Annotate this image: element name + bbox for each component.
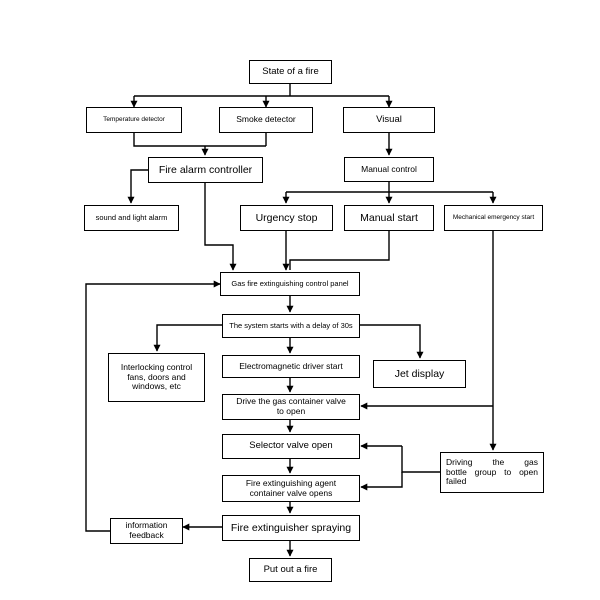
arrow-controller-to-panel: [204, 183, 237, 271]
node-jet-display: Jet display: [373, 360, 466, 388]
node-state-of-fire-label: State of a fire: [262, 65, 319, 77]
node-mechanical-emergency-start: Mechanical emergency start: [444, 205, 543, 231]
node-information-feedback: information feedback: [110, 518, 183, 544]
node-put-out-fire: Put out a fire: [249, 558, 332, 582]
node-driving-gas-bottle-line-2: bottle group to open: [446, 466, 538, 477]
node-fire-extinguisher-spraying: Fire extinguisher spraying: [222, 515, 360, 541]
node-electromagnetic-driver: Electromagnetic driver start: [222, 355, 360, 378]
arrow-manual-start-to-panel: [289, 231, 390, 270]
node-put-out-fire-label: Put out a fire: [263, 563, 318, 575]
node-temperature-detector: Temperature detector: [86, 107, 182, 133]
node-interlocking-control-line-1: Interlocking control: [120, 361, 193, 372]
edge-manual-control-split: [286, 182, 493, 193]
arrow-feedback-to-panel: [85, 280, 221, 532]
edge-detectors-join: [133, 133, 267, 147]
node-system-starts-delay: The system starts with a delay of 30s: [222, 314, 360, 338]
node-sound-light-alarm-label: sound and light alarm: [95, 212, 168, 222]
node-gas-control-panel-label: Gas fire extinguishing control panel: [231, 278, 349, 288]
node-selector-valve: Selector valve open: [222, 434, 360, 459]
node-urgency-stop-label: Urgency stop: [255, 211, 318, 224]
node-fire-agent-container-line-1: Fire extinguishing agent: [245, 477, 337, 488]
node-fire-agent-container-line-2: container valve opens: [249, 487, 333, 498]
node-drive-gas-container: Drive the gas container valve to open: [222, 394, 360, 420]
node-urgency-stop: Urgency stop: [240, 205, 333, 231]
edge-driving-bottle-split: [401, 446, 440, 473]
arrow-to-interlocking: [153, 324, 222, 352]
node-fire-extinguisher-spraying-label: Fire extinguisher spraying: [230, 521, 352, 534]
node-smoke-detector: Smoke detector: [219, 107, 313, 133]
node-manual-start-label: Manual start: [360, 211, 418, 224]
node-jet-display-label: Jet display: [394, 367, 445, 380]
node-fire-alarm-controller: Fire alarm controller: [148, 157, 263, 183]
node-sound-light-alarm: sound and light alarm: [84, 205, 179, 231]
node-information-feedback-line-1: information: [125, 520, 168, 531]
node-mechanical-emergency-start-label: Mechanical emergency start: [452, 214, 535, 222]
node-manual-control: Manual control: [344, 157, 434, 182]
node-information-feedback-line-2: feedback: [129, 530, 164, 540]
arrow-failed-to-agent-container: [360, 472, 403, 491]
node-interlocking-control-line-2: fans, doors and: [127, 371, 186, 382]
node-selector-valve-label: Selector valve open: [249, 440, 333, 452]
arrow-to-sound-light-alarm: [127, 169, 148, 204]
node-driving-gas-bottle: Driving the gas bottle group to open fai…: [440, 452, 544, 493]
node-manual-control-label: Manual control: [361, 163, 417, 174]
node-system-starts-delay-label: The system starts with a delay of 30s: [229, 320, 353, 330]
node-drive-gas-container-line-2: to open: [276, 406, 306, 416]
node-interlocking-control-line-3: windows, etc: [132, 381, 181, 392]
node-smoke-detector-label: Smoke detector: [236, 114, 296, 125]
node-manual-start: Manual start: [344, 205, 434, 231]
node-electromagnetic-driver-label: Electromagnetic driver start: [239, 360, 343, 371]
node-interlocking-control: Interlocking control fans, doors and win…: [108, 353, 205, 402]
node-driving-gas-bottle-line-1: Driving the gas: [446, 456, 538, 467]
node-fire-alarm-controller-label: Fire alarm controller: [158, 163, 253, 176]
node-visual-label: Visual: [376, 113, 402, 125]
node-fire-agent-container: Fire extinguishing agent container valve…: [222, 475, 360, 502]
node-driving-gas-bottle-line-3: failed: [446, 476, 467, 487]
edge-fire-to-inputs: [134, 84, 389, 97]
node-gas-control-panel: Gas fire extinguishing control panel: [220, 272, 360, 296]
node-temperature-detector-label: Temperature detector: [103, 116, 165, 124]
node-visual: Visual: [343, 107, 435, 133]
arrow-to-jet-display: [360, 324, 424, 359]
node-state-of-fire: State of a fire: [249, 60, 332, 84]
node-drive-gas-container-line-1: Drive the gas container valve: [236, 396, 346, 407]
